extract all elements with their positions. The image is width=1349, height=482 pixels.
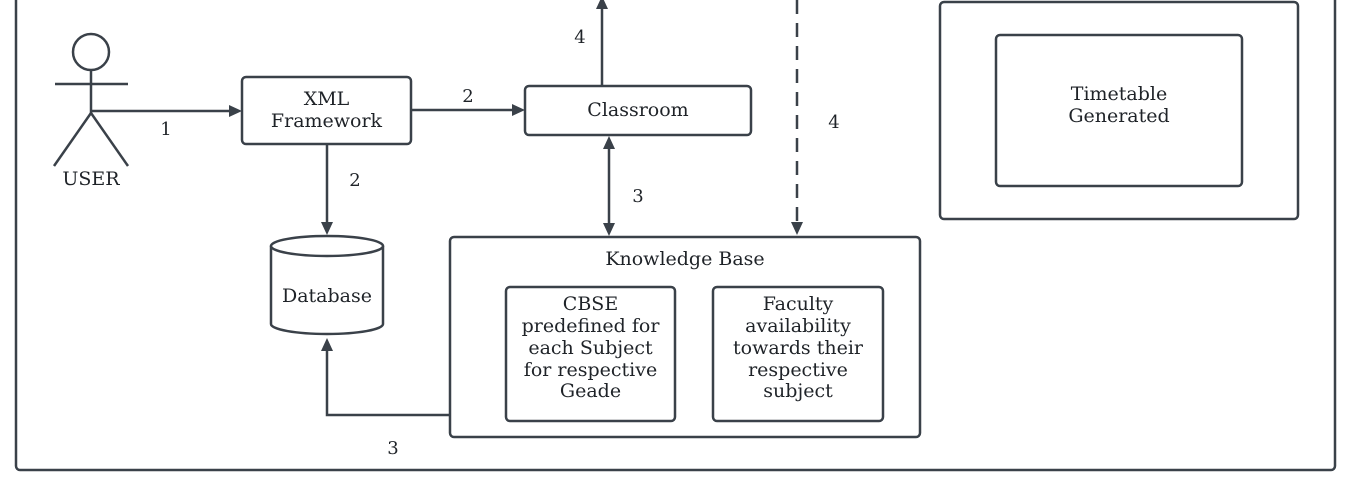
cbse-label-line-2: predefined for xyxy=(522,315,661,337)
arrowhead xyxy=(321,338,333,351)
arrowhead xyxy=(603,136,615,149)
faculty-label-line-2: availability xyxy=(745,315,851,337)
edge-xml-to-classroom: 2 xyxy=(411,86,525,116)
edge-label-kb-to-database: 3 xyxy=(387,438,398,459)
cbse-label-line-5: Geade xyxy=(560,380,621,402)
arrowhead xyxy=(596,0,608,9)
arrowhead xyxy=(321,222,333,235)
edge-kb-to-database: 3 xyxy=(321,338,450,459)
timetable-label-line-1: Timetable xyxy=(1071,83,1167,105)
arrowhead xyxy=(512,104,525,116)
edge-label-user-to-xml: 1 xyxy=(160,119,171,140)
classroom-box xyxy=(523,84,753,137)
timetable-node: Timetable Generated xyxy=(938,0,1300,221)
database-node: Database xyxy=(269,234,385,336)
edge-kb-to-database-line xyxy=(325,350,450,417)
user-label: USER xyxy=(62,168,120,190)
faculty-label-line-5: subject xyxy=(763,380,833,402)
actor-left-leg xyxy=(52,112,93,167)
edge-label-xml-to-classroom: 2 xyxy=(462,86,473,107)
arrowhead xyxy=(229,105,242,117)
edge-label-xml-to-database: 2 xyxy=(349,170,360,191)
cbse-label-line-4: for respective xyxy=(524,359,657,381)
edge-label-dashed-to-kb: 4 xyxy=(828,112,839,133)
faculty-label-line-3: towards their xyxy=(733,337,864,359)
arrowhead xyxy=(603,223,615,236)
timetable-label-line-2: Generated xyxy=(1068,105,1169,127)
cbse-label-line-3: each Subject xyxy=(528,337,653,359)
timetable-inner-box xyxy=(994,33,1244,188)
xml-framework-node: XML Framework xyxy=(240,75,413,146)
cbse-label-line-1: CBSE xyxy=(563,293,618,315)
edge-dashed-to-kb: 4 xyxy=(791,0,840,235)
edge-user-to-xml: 1 xyxy=(91,105,242,140)
xml-framework-label-line-2: Framework xyxy=(271,110,383,132)
edge-classroom-knowledge-base: 3 xyxy=(603,136,644,236)
classroom-node: Classroom xyxy=(523,84,753,137)
edge-label-classroom-up: 4 xyxy=(574,27,585,48)
database-label: Database xyxy=(282,285,372,307)
cbse-box xyxy=(504,285,677,423)
database-top xyxy=(269,234,385,258)
edge-classroom-up: 4 xyxy=(574,0,608,86)
faculty-label-line-4: respective xyxy=(748,359,848,381)
edge-label-classroom-kb: 3 xyxy=(632,186,643,207)
knowledge-base-node: Knowledge Base CBSE predefined for each … xyxy=(448,235,922,439)
user-actor: USER xyxy=(52,32,130,190)
edge-xml-to-database: 2 xyxy=(321,144,361,235)
knowledge-base-title: Knowledge Base xyxy=(605,248,764,270)
actor-right-leg xyxy=(89,112,130,167)
xml-framework-label-line-1: XML xyxy=(304,88,350,110)
faculty-label-line-1: Faculty xyxy=(763,293,834,315)
classroom-label: Classroom xyxy=(587,99,688,121)
database-body xyxy=(269,246,385,336)
arrowhead xyxy=(791,222,803,235)
faculty-box xyxy=(711,285,885,423)
